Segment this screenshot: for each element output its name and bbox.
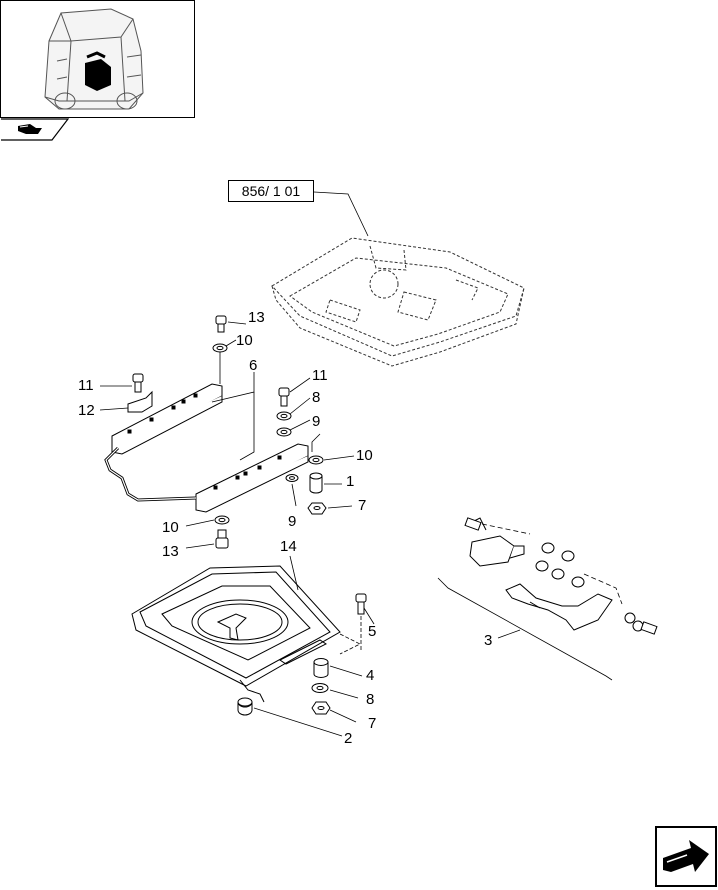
callout-8: 8 — [312, 389, 321, 406]
callout-14: 14 — [280, 538, 297, 555]
bolt-5 — [355, 593, 367, 615]
spacer-1 — [309, 475, 323, 494]
washer-8-low — [311, 683, 329, 693]
knob-2 — [237, 701, 253, 716]
callout-11: 11 — [78, 377, 94, 394]
callout-7: 7 — [358, 497, 367, 514]
nut-7-mid — [307, 502, 327, 515]
callout-13: 13 — [248, 309, 265, 326]
seat-belt-assembly — [464, 517, 658, 635]
washer-9-low — [285, 474, 299, 482]
callout-4: 4 — [366, 667, 375, 684]
seat-outline-reference — [271, 237, 525, 367]
release-bar — [104, 446, 197, 502]
bolt-11-mid — [278, 387, 290, 407]
callout-8: 8 — [366, 691, 375, 708]
callout-1: 1 — [346, 473, 355, 490]
washer-10-right — [308, 455, 324, 465]
reference-box[interactable]: 856/ 1 01 — [228, 180, 314, 202]
view-tab-arrow-icon[interactable] — [0, 118, 70, 142]
next-page-button[interactable] — [655, 826, 717, 887]
tractor-cab-icon — [44, 8, 144, 110]
next-page-arrow-icon — [663, 840, 709, 872]
callout-10: 10 — [356, 447, 373, 464]
lower-slide-rail — [195, 443, 309, 513]
washer-10-top — [212, 343, 228, 353]
callout-3: 3 — [484, 632, 493, 649]
callout-5: 5 — [368, 623, 377, 640]
leader-lines — [99, 321, 521, 737]
callout-9: 9 — [312, 413, 321, 430]
callout-2: 2 — [344, 730, 353, 747]
callout-9: 9 — [288, 513, 297, 530]
upper-slide-rail — [111, 383, 223, 455]
cab-location-thumbnail — [0, 0, 195, 118]
callout-13: 13 — [162, 543, 179, 560]
spacer-4 — [313, 661, 329, 678]
leader-line-ref — [313, 191, 369, 237]
bolt-13-top — [215, 315, 227, 333]
nut-7-low — [311, 701, 331, 715]
callout-7: 7 — [368, 715, 377, 732]
swivel-base-plate — [131, 565, 341, 703]
bolt-13-low — [215, 529, 229, 549]
bolt-11-left — [132, 373, 144, 393]
callout-12: 12 — [78, 402, 95, 419]
washer-10-low — [214, 515, 230, 525]
callout-10: 10 — [236, 332, 253, 349]
callout-6: 6 — [249, 357, 258, 374]
callout-11: 11 — [312, 367, 328, 384]
washer-8-mid — [276, 411, 292, 421]
washer-9-mid — [276, 427, 292, 437]
bracket-12 — [127, 390, 153, 413]
callout-10: 10 — [162, 519, 179, 536]
